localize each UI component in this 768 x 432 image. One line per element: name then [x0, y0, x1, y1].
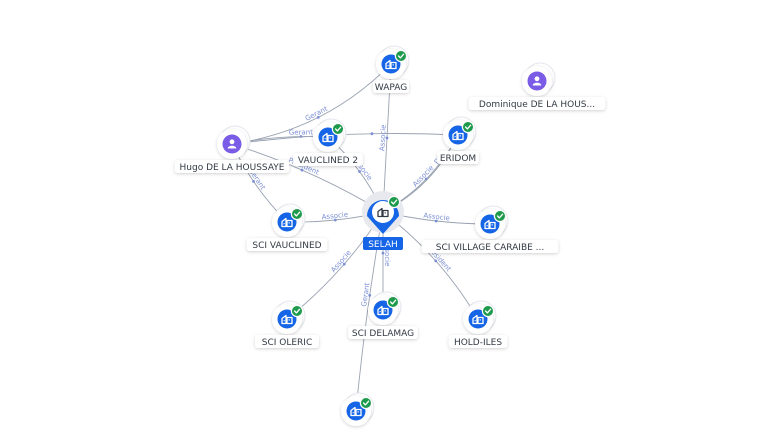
person-icon [227, 139, 237, 149]
building-icon [322, 132, 334, 143]
verified-check-icon [386, 295, 400, 309]
verified-check-icon [290, 304, 304, 318]
building-icon [484, 219, 496, 230]
node-label-box [437, 151, 479, 164]
edge-label: Associe [330, 249, 353, 274]
node-hugo[interactable]: Hugo DE LA HOUSSAYE [174, 125, 290, 173]
edge-label: Gerant [289, 128, 313, 136]
verified-check-icon [493, 209, 507, 223]
building-icon [385, 59, 397, 70]
center-label: SELAH [368, 240, 398, 250]
nodes-layer: WAPAG Dominique DE LA HOUS... Hugo DE LA H… [174, 45, 606, 426]
node-label: SCI VAUCLINED [252, 241, 321, 251]
node-eridom[interactable]: ERIDOM [437, 116, 479, 164]
edge-arrow [342, 262, 346, 266]
edge-arrow [358, 170, 361, 173]
node-wapag[interactable]: WAPAG [373, 45, 410, 93]
node-dominique[interactable]: Dominique DE LA HOUS... [468, 62, 606, 110]
node-label-box [174, 160, 290, 173]
node-label-box [468, 97, 606, 110]
edge-arrow [333, 218, 337, 222]
node-label-box [373, 80, 409, 93]
node-hold_iles[interactable]: HOLD-ILES [448, 300, 508, 348]
edge-label: Associe [383, 240, 391, 266]
node-label: WAPAG [375, 83, 407, 93]
building-icon [281, 217, 293, 228]
edge-center-bottom: Gerant [355, 211, 384, 412]
building-icon [350, 406, 362, 417]
person-icon [532, 76, 542, 86]
edge-arrow [370, 132, 374, 136]
edge-arrow [381, 251, 385, 255]
node-label: ERIDOM [440, 154, 476, 164]
verified-check-icon [461, 120, 475, 134]
edge-label: Gerant [360, 282, 371, 307]
edge-arrow [316, 115, 320, 119]
node-label: HOLD-ILES [454, 338, 502, 348]
node-sci_village[interactable]: SCI VILLAGE CARAIBE ... [421, 205, 559, 253]
edges-layer: GerantGerantGerantPresidentAssocieAssoci… [231, 63, 491, 412]
edge-arrow [434, 259, 438, 263]
node-label-box [448, 335, 508, 348]
building-icon [377, 305, 389, 316]
node-label: SCI DELAMAG [352, 329, 414, 339]
building-icon [452, 130, 464, 141]
building-icon [377, 207, 389, 218]
building-icon [281, 314, 293, 325]
edge-arrow [434, 219, 438, 223]
node-sci_vauclined[interactable]: SCI VAUCLINED [246, 203, 328, 251]
center-label-box [363, 237, 403, 250]
node-label-box [293, 153, 363, 166]
edge-line [355, 211, 384, 412]
node-label-box [421, 240, 559, 253]
verified-check-icon [359, 396, 373, 410]
verified-check-icon [481, 304, 495, 318]
edge-label: Associe [411, 164, 435, 189]
node-sci_delamag[interactable]: SCI DELAMAG [348, 291, 418, 339]
node-label: SCI OLERIC [262, 338, 313, 348]
node-label: Hugo DE LA HOUSSAYE [180, 163, 285, 173]
building-icon [472, 314, 484, 325]
edge-arrow [368, 293, 372, 297]
node-vauclined2[interactable]: VAUCLINED 2 [293, 118, 363, 166]
node-label: SCI VILLAGE CARAIBE ... [436, 243, 545, 253]
node-bottom[interactable] [341, 392, 375, 426]
edge-label: Associe [378, 124, 387, 151]
edge-arrow [385, 136, 389, 140]
node-label-box [246, 238, 328, 251]
node-label: VAUCLINED 2 [298, 156, 358, 166]
edge-arrow [252, 179, 255, 183]
edge-label: Associe [321, 211, 348, 222]
edge-label: Associe [423, 212, 450, 223]
center-node[interactable]: SELAH [362, 191, 404, 250]
edge-arrow [300, 168, 304, 172]
node-label-box [348, 326, 418, 339]
verified-check-icon [290, 207, 304, 221]
node-label: Dominique DE LA HOUS... [479, 100, 595, 110]
verified-check-icon [331, 122, 345, 136]
verified-check-icon [387, 195, 401, 209]
verified-check-icon [394, 49, 408, 63]
node-label-box [255, 335, 319, 348]
node-sci_oleric[interactable]: SCI OLERIC [255, 300, 319, 348]
